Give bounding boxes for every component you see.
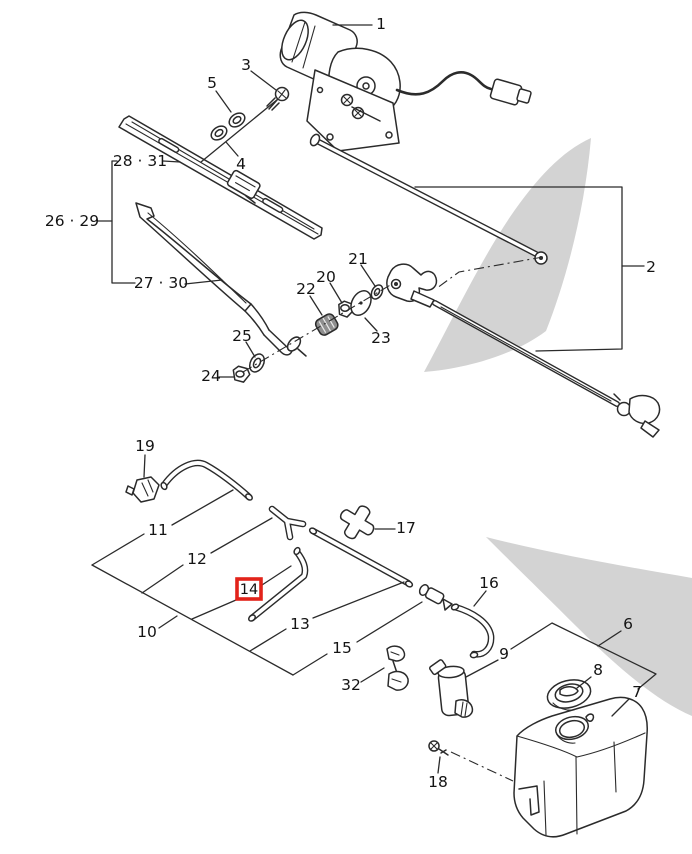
callout-25[interactable]: 25 bbox=[232, 327, 252, 345]
leader-18 bbox=[437, 756, 441, 774]
leader-13 bbox=[249, 581, 405, 652]
washers-4-5 bbox=[210, 112, 246, 141]
windshield-silhouette-upper bbox=[424, 138, 591, 372]
washer-nozzle-19 bbox=[125, 476, 160, 503]
center-lines bbox=[242, 256, 544, 782]
callout-3[interactable]: 3 bbox=[241, 56, 251, 74]
leader-12 bbox=[141, 517, 273, 594]
windshield-silhouette-lower bbox=[486, 537, 692, 716]
callout-28-31[interactable]: 28 · 31 bbox=[113, 152, 167, 170]
callout-19[interactable]: 19 bbox=[135, 437, 155, 455]
leader-8 bbox=[576, 676, 592, 689]
leader-7 bbox=[611, 698, 630, 717]
callout-32[interactable]: 32 bbox=[341, 676, 361, 694]
callout-23[interactable]: 23 bbox=[371, 329, 391, 347]
tank-filler-neck bbox=[555, 713, 595, 744]
blade-center-clip bbox=[226, 169, 261, 199]
callout-8[interactable]: 8 bbox=[593, 661, 603, 679]
callout-20[interactable]: 20 bbox=[316, 268, 336, 286]
callout-16[interactable]: 16 bbox=[479, 574, 499, 592]
leader-11 bbox=[91, 489, 234, 566]
callout-12[interactable]: 12 bbox=[187, 550, 207, 568]
leader-5 bbox=[215, 90, 232, 113]
leader-10 bbox=[91, 564, 294, 676]
axis-line-4-5 bbox=[200, 98, 279, 163]
callout-7[interactable]: 7 bbox=[632, 683, 642, 701]
leader-27-30 bbox=[184, 279, 223, 285]
callout-11[interactable]: 11 bbox=[148, 521, 168, 539]
drive-link-rod bbox=[309, 133, 548, 265]
leader-15 bbox=[292, 601, 423, 676]
leader-21 bbox=[360, 264, 376, 287]
tank-cap-8 bbox=[546, 679, 592, 711]
pivot-bellcrank bbox=[386, 263, 438, 308]
callout-24[interactable]: 24 bbox=[201, 367, 221, 385]
leader-16 bbox=[473, 590, 487, 607]
hose-14 bbox=[248, 546, 309, 622]
hose-clip-17 bbox=[339, 505, 375, 540]
joint-15 bbox=[418, 584, 453, 611]
callout-27-30[interactable]: 27 · 30 bbox=[134, 274, 188, 292]
linkage-end-joint bbox=[613, 393, 661, 438]
motor-end-cap bbox=[281, 19, 309, 61]
callout-2[interactable]: 2 bbox=[646, 258, 656, 276]
leader-28-31 bbox=[162, 160, 181, 163]
washer-tank bbox=[513, 696, 648, 838]
tank-bracket bbox=[518, 785, 540, 816]
callout-22[interactable]: 22 bbox=[296, 280, 316, 298]
callout-14[interactable]: 14 bbox=[240, 582, 258, 598]
callouts: 1 3 5 4 28 · 31 26 · 29 27 · 30 2 21 20 … bbox=[45, 15, 656, 791]
harness-wire bbox=[395, 71, 493, 96]
bracket-2 bbox=[414, 186, 623, 352]
washer-hose-11 bbox=[160, 459, 253, 501]
bracket-26-29 bbox=[111, 160, 136, 284]
wiper-motor bbox=[279, 11, 401, 152]
pump-clamp-32 bbox=[386, 645, 409, 691]
tick-6 bbox=[597, 630, 622, 647]
callout-6[interactable]: 6 bbox=[623, 615, 633, 633]
leader-3 bbox=[250, 70, 277, 91]
highlight-box bbox=[235, 577, 263, 601]
callout-26-29[interactable]: 26 · 29 bbox=[45, 212, 99, 230]
linkage-rod bbox=[432, 300, 620, 407]
leader-23 bbox=[364, 317, 378, 332]
harness-connector bbox=[489, 78, 523, 106]
hose-13 bbox=[308, 527, 414, 588]
selected-callout-14[interactable]: 14 bbox=[235, 577, 263, 601]
leader-20 bbox=[329, 282, 343, 304]
leader-19 bbox=[143, 454, 146, 478]
callout-9[interactable]: 9 bbox=[499, 645, 509, 663]
callout-17[interactable]: 17 bbox=[396, 519, 416, 537]
callout-4[interactable]: 4 bbox=[236, 155, 246, 173]
screw-18 bbox=[428, 740, 449, 756]
wiper-arm bbox=[135, 202, 307, 357]
washer-pump bbox=[429, 659, 474, 718]
callout-15[interactable]: 15 bbox=[332, 639, 352, 657]
callout-1[interactable]: 1 bbox=[376, 15, 386, 33]
callout-5[interactable]: 5 bbox=[207, 74, 217, 92]
leader-9 bbox=[465, 659, 499, 678]
callout-18[interactable]: 18 bbox=[428, 773, 448, 791]
bracket-6 bbox=[510, 622, 657, 690]
motor-harness bbox=[395, 71, 532, 106]
leader-32 bbox=[360, 667, 385, 683]
leader-25 bbox=[245, 341, 256, 358]
wiper-blade bbox=[118, 115, 323, 240]
leader-lines bbox=[91, 24, 657, 774]
leader-14 bbox=[191, 565, 292, 620]
leader-22 bbox=[309, 295, 323, 316]
callout-21[interactable]: 21 bbox=[348, 250, 368, 268]
callout-13[interactable]: 13 bbox=[290, 615, 310, 633]
leader-4 bbox=[225, 141, 239, 157]
hose-16 bbox=[450, 603, 495, 659]
pivot-cap-22 bbox=[314, 313, 339, 336]
pivot-hardware bbox=[232, 284, 384, 383]
y-connector-12 bbox=[268, 505, 307, 541]
callout-10[interactable]: 10 bbox=[137, 623, 157, 641]
